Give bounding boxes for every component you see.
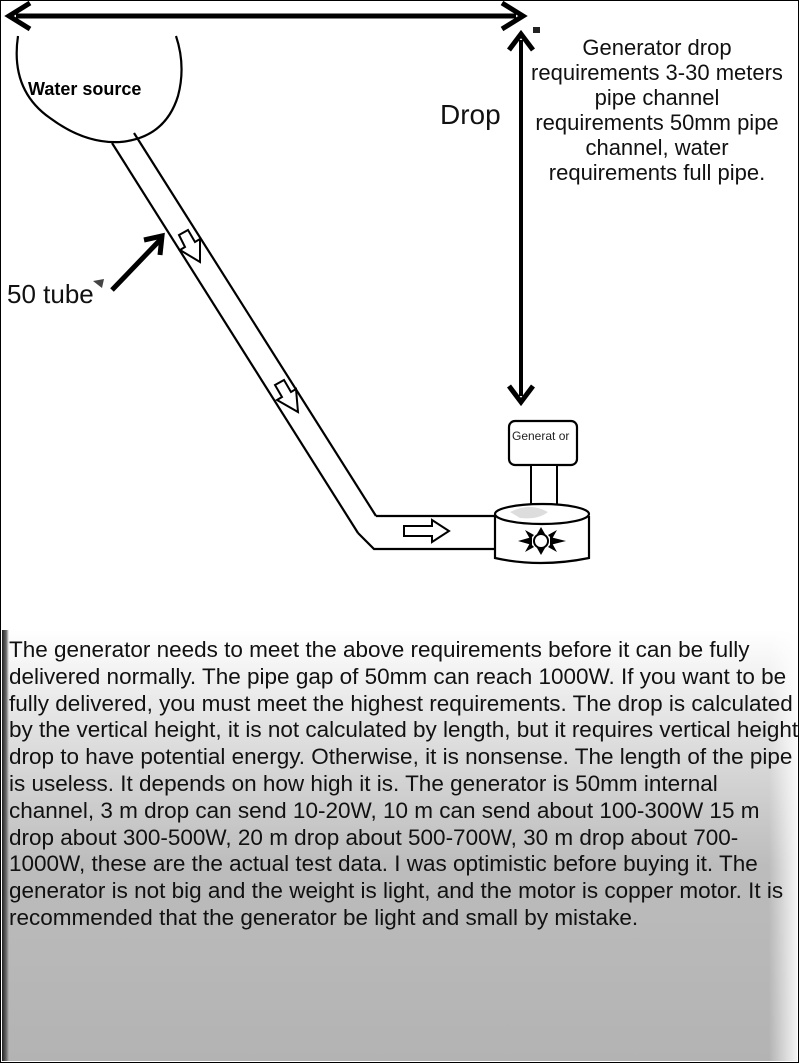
description-text: The generator needs to meet the above re… [9, 637, 799, 930]
drop-label: Drop [440, 99, 501, 130]
flow-arrow-icon [403, 518, 451, 544]
flow-arrow-icon [177, 228, 201, 264]
description-panel: The generator needs to meet the above re… [2, 630, 799, 1061]
water-source-bowl [15, 35, 183, 144]
flow-arrow-icon [273, 378, 300, 414]
pipe-50mm [111, 132, 495, 551]
generator-label: Generat or [512, 429, 570, 443]
tube-label: 50 tube [7, 279, 94, 309]
water-source-label: Water source [28, 79, 142, 99]
diagram-drawing [4, 0, 591, 565]
turbine-impeller-icon [518, 527, 566, 555]
tube-pointer-arrow [93, 232, 165, 292]
drop-arrow [507, 27, 540, 407]
requirements-text: Generator drop requirements 3-30 meters … [531, 35, 783, 185]
hydro-generator-diagram: Water source Drop 50 tube Generator drop… [4, 0, 783, 565]
top-span-arrow [4, 0, 528, 32]
